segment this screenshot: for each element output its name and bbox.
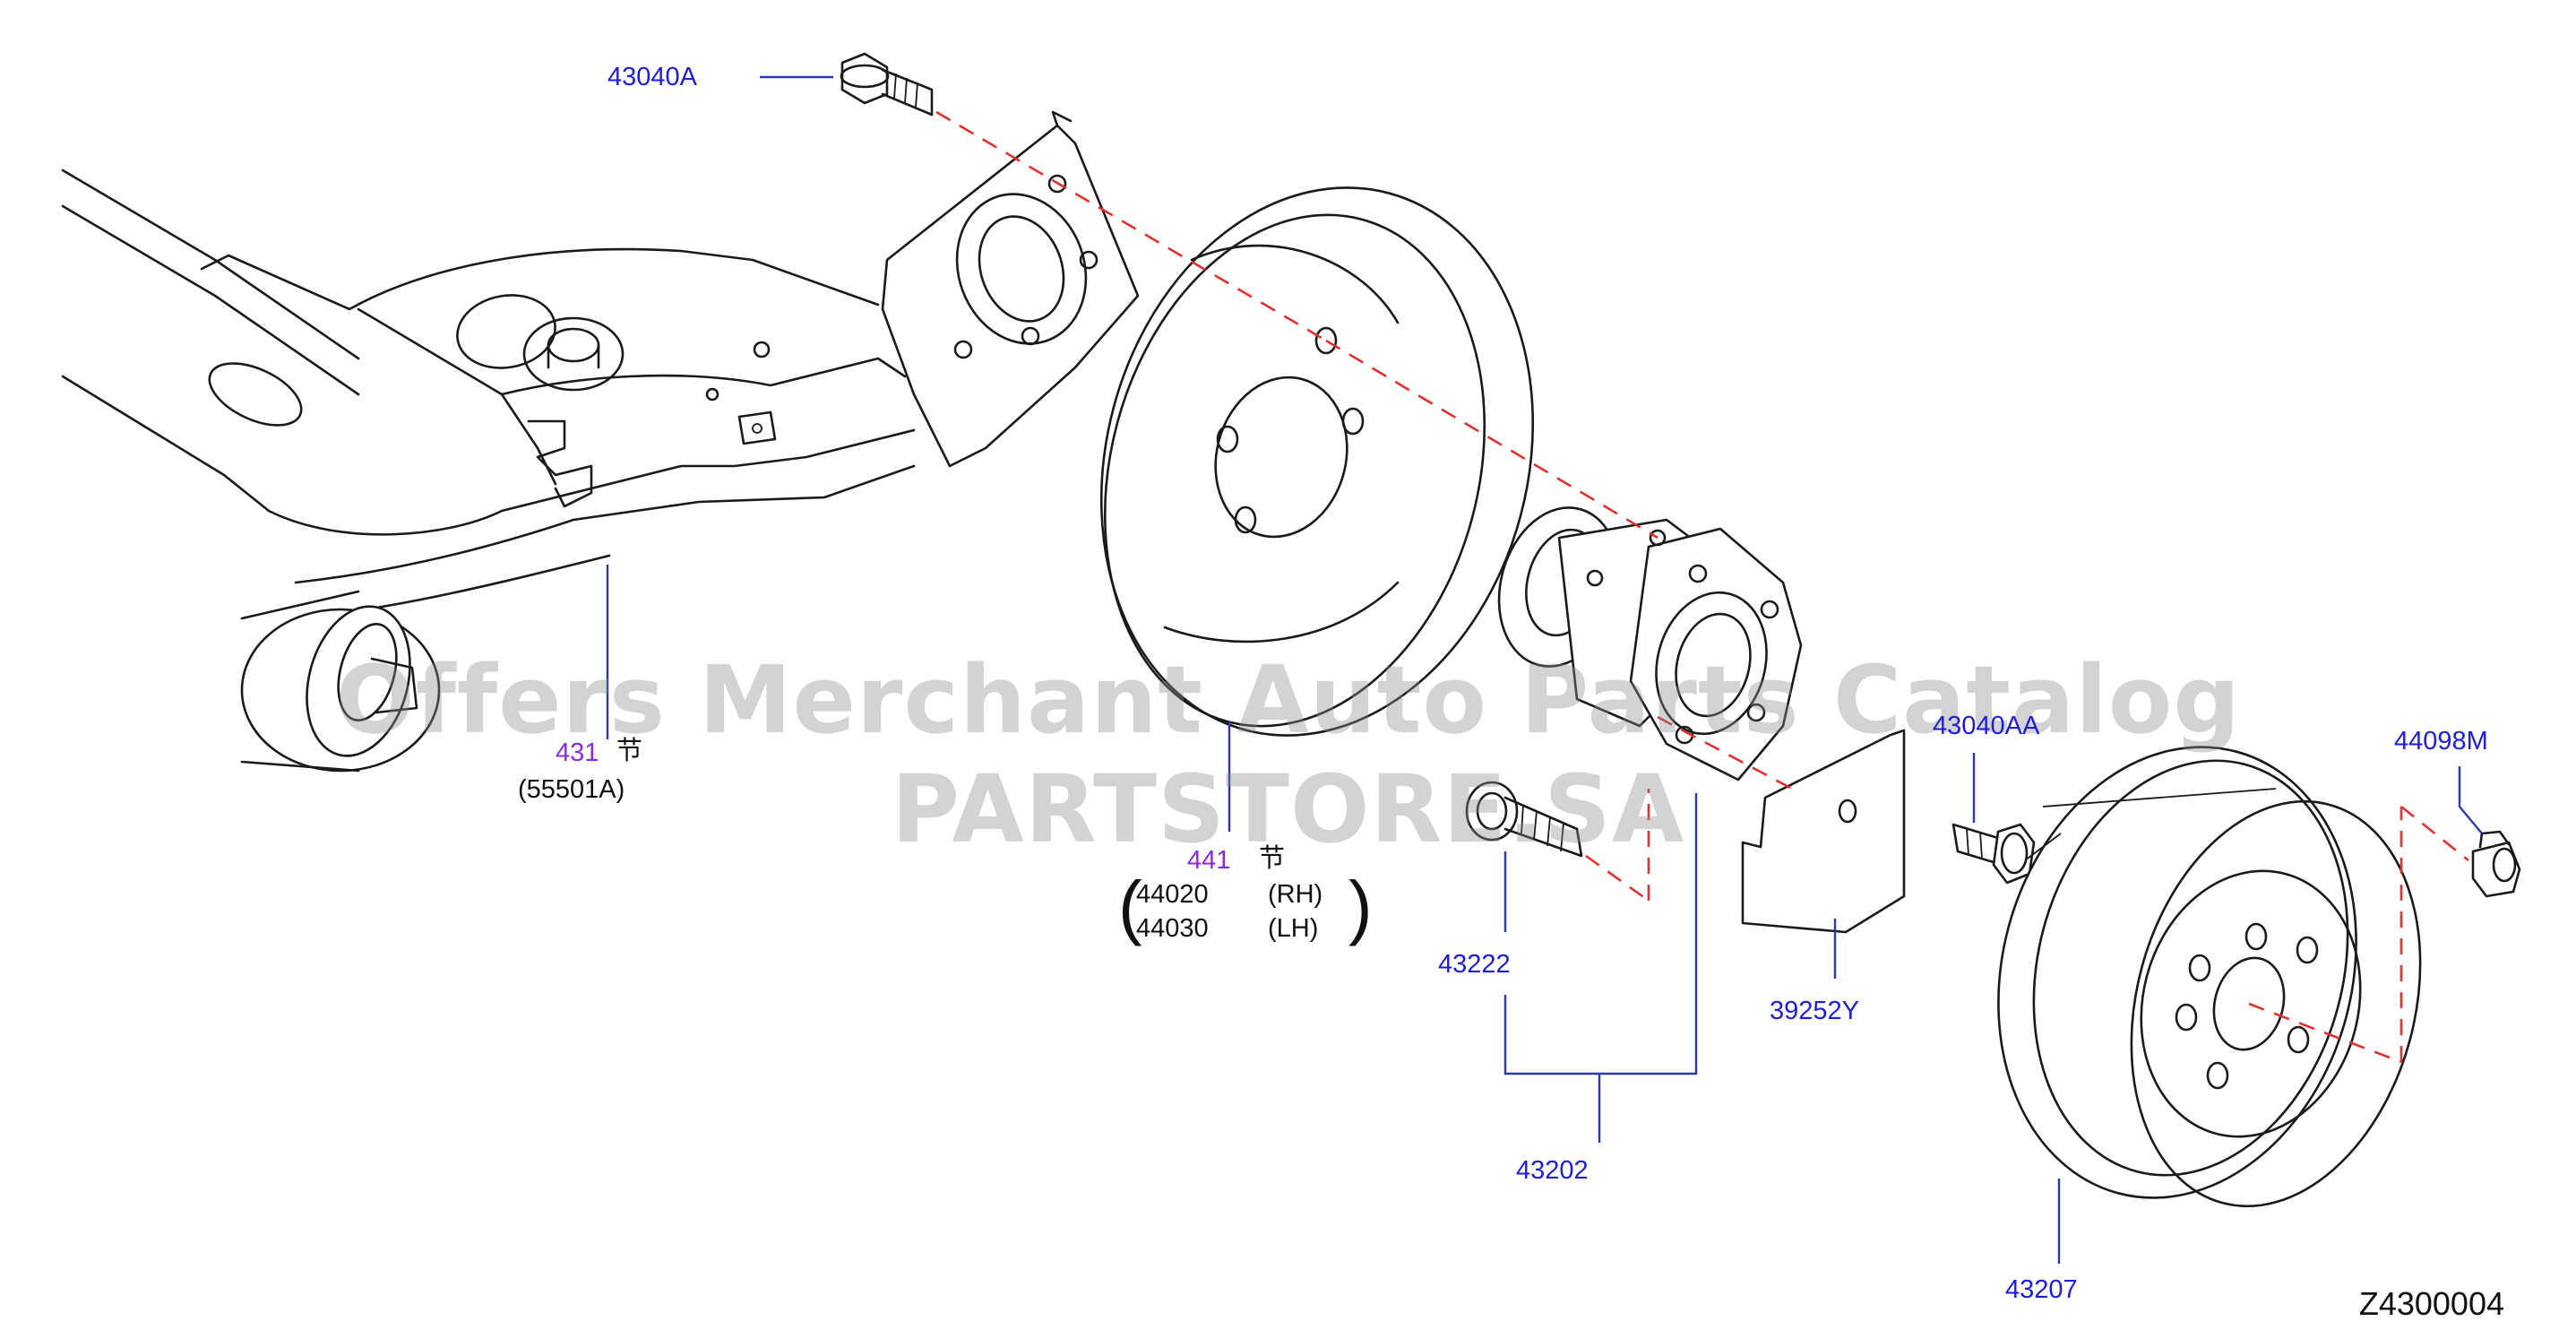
bolt-43040A-drawing xyxy=(840,52,934,117)
bracket-close: ) xyxy=(1348,867,1373,946)
callout-43207[interactable]: 43207 xyxy=(2005,1275,2078,1304)
disc-rotor-drawing xyxy=(1997,746,2422,1208)
side-label-rh: (RH) xyxy=(1268,880,1323,909)
rear-axle-beam-drawing xyxy=(61,110,1140,773)
callout-39252Y[interactable]: 39252Y xyxy=(1770,997,1859,1025)
hub-bolt-drawing xyxy=(1465,781,1583,858)
callout-44098M[interactable]: 44098M xyxy=(2394,727,2488,756)
backing-plate-drawing xyxy=(1099,186,1535,737)
bracket-open: ( xyxy=(1118,867,1142,946)
callout-431[interactable]: 431 xyxy=(556,738,599,767)
leader-lines xyxy=(606,75,2483,1264)
plug-44098M-drawing xyxy=(2471,830,2521,898)
hub-assembly-drawing xyxy=(1497,506,1803,782)
callout-43040AA[interactable]: 43040AA xyxy=(1933,712,2040,740)
callout-44020[interactable]: 44020 xyxy=(1136,880,1209,909)
callout-43040A[interactable]: 43040A xyxy=(607,63,697,91)
watermark: Offers Merchant Auto Parts Catalog PARTS… xyxy=(335,645,2241,864)
diagram-id: Z4300004 xyxy=(2358,1285,2504,1322)
bracket-39252Y-drawing xyxy=(1741,729,1906,934)
group-symbol-441: 节 xyxy=(1259,844,1286,873)
bolt-43040AA-drawing xyxy=(1951,823,2036,885)
callout-43202[interactable]: 43202 xyxy=(1516,1156,1589,1185)
callout-55501A[interactable]: (55501A) xyxy=(518,775,625,804)
side-label-lh: (LH) xyxy=(1268,914,1319,943)
callout-441[interactable]: 441 xyxy=(1187,846,1231,875)
assembly-dashed-lines xyxy=(935,110,2469,1064)
group-symbol-431: 节 xyxy=(616,737,643,765)
callout-44030[interactable]: 44030 xyxy=(1136,914,1209,943)
callout-43222[interactable]: 43222 xyxy=(1438,950,1511,979)
